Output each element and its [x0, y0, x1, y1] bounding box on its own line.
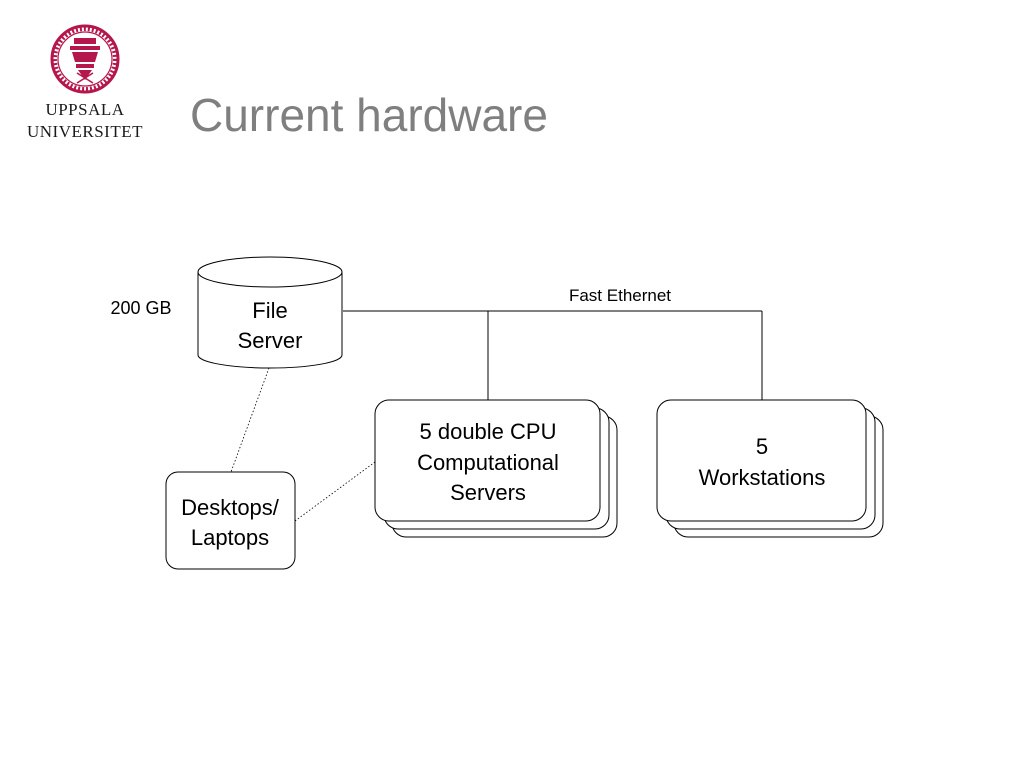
file-server-capacity: 200 GB [110, 298, 171, 318]
computational-servers-line3: Servers [450, 480, 526, 505]
logo-text-line1: UPPSALA [45, 100, 125, 119]
file-server-label-line1: File [252, 298, 287, 323]
computational-servers-stack [374, 399, 618, 538]
network-label: Fast Ethernet [569, 286, 671, 305]
workstations-stack [656, 399, 884, 538]
link-desktops-to-servers [294, 461, 376, 522]
file-server-label-line2: Server [238, 328, 303, 353]
desktops-line1: Desktops/ [181, 495, 280, 520]
network-lines [343, 310, 763, 400]
desktops-line2: Laptops [191, 525, 269, 550]
desktops-laptops-box [165, 471, 296, 570]
computational-servers-line2: Computational [417, 450, 559, 475]
slide-title: Current hardware [190, 89, 548, 141]
link-file-server-to-desktops [230, 367, 270, 473]
dotted-links [230, 367, 376, 522]
workstations-line1: 5 [756, 434, 768, 459]
logo-text-line2: UNIVERSITET [27, 122, 143, 141]
file-server-cylinder [197, 256, 343, 369]
workstations-line2: Workstations [699, 465, 826, 490]
university-logo: UPPSALA UNIVERSITET [20, 24, 150, 154]
university-seal-icon [50, 24, 120, 94]
computational-servers-line1: 5 double CPU [420, 419, 557, 444]
